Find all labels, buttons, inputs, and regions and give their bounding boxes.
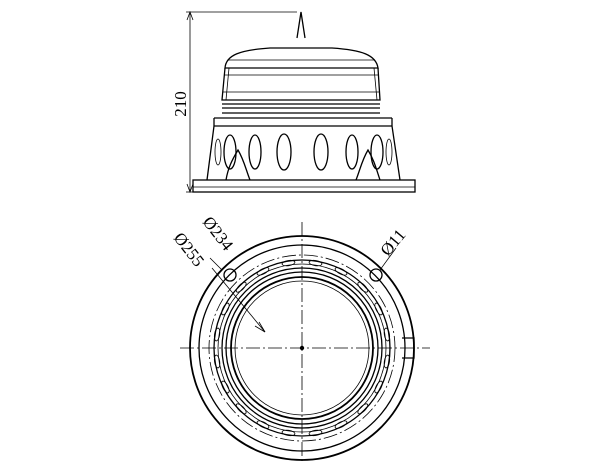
bolt-circle-dimension: Ø234 xyxy=(199,213,238,255)
slot xyxy=(213,327,221,342)
slot xyxy=(374,380,383,394)
slot xyxy=(221,380,230,394)
slot xyxy=(383,327,391,342)
spike xyxy=(296,11,306,39)
lens-body xyxy=(221,67,381,101)
side-slots xyxy=(214,133,393,171)
gusset-right xyxy=(355,148,381,181)
slot xyxy=(334,267,348,276)
slot xyxy=(235,281,247,293)
slot xyxy=(281,429,296,437)
slot xyxy=(221,302,230,316)
slot xyxy=(213,354,221,369)
slot xyxy=(374,302,383,316)
side-view: 210 xyxy=(171,10,416,194)
slot xyxy=(308,429,323,437)
mounting-hole-right xyxy=(369,268,383,282)
slot xyxy=(235,403,247,415)
inner-lens xyxy=(230,276,374,420)
slot xyxy=(357,281,369,293)
slot xyxy=(256,267,270,276)
cable-notch xyxy=(402,337,415,359)
plan-view: Ø255 Ø234 Ø11 xyxy=(170,213,430,462)
base-flange xyxy=(192,179,416,193)
slot xyxy=(334,420,348,429)
plan-slots xyxy=(213,259,391,437)
slot xyxy=(357,403,369,415)
bolt-circle xyxy=(208,254,396,442)
hole-dimension: Ø11 xyxy=(377,225,410,259)
mounting-hole-left xyxy=(223,268,237,282)
base-skirt xyxy=(206,125,401,181)
slot xyxy=(281,259,296,267)
height-dimension: 210 xyxy=(171,91,190,117)
slot xyxy=(308,259,323,267)
gusset-left xyxy=(225,148,251,181)
center-point xyxy=(299,345,305,351)
lens-dome xyxy=(224,47,379,69)
slot xyxy=(383,354,391,369)
slot xyxy=(256,420,270,429)
outer-diameter-dimension: Ø255 xyxy=(170,229,208,270)
